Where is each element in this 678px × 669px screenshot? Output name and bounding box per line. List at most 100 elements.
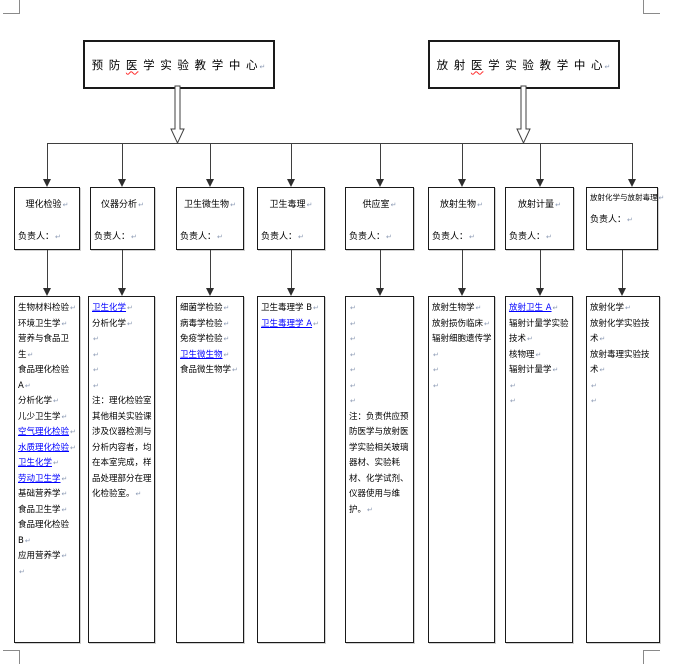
- empty-line: ↵: [18, 565, 77, 581]
- paragraph-mark: ↵: [53, 397, 59, 405]
- empty-line: ↵: [92, 332, 152, 348]
- paragraph-mark: ↵: [350, 304, 356, 312]
- spellcheck-squiggle: 医: [470, 57, 484, 72]
- paragraph-mark: ↵: [350, 350, 356, 359]
- arrowhead-down: [118, 179, 126, 187]
- lab-title: 放射化学与放射毒理↵: [590, 193, 665, 202]
- course-link[interactable]: 卫生微生物↵: [180, 349, 230, 360]
- paragraph-mark: ↵: [599, 366, 606, 374]
- arrowhead-down: [628, 179, 636, 187]
- arrowhead-down: [206, 179, 214, 187]
- paragraph-mark: ↵: [546, 233, 552, 241]
- empty-line: ↵: [432, 363, 492, 379]
- paragraph-mark: ↵: [484, 319, 490, 328]
- paragraph-mark: ↵: [433, 381, 439, 390]
- branch-line-2: [122, 143, 123, 179]
- mid-box-radiochemistry-toxicology: 放射化学与放射毒理↵ 负责人：↵: [586, 187, 665, 250]
- course-item: 放射毒理实验技术↵: [590, 349, 650, 376]
- lab-title: 供应室↵: [362, 200, 397, 210]
- paragraph-mark: ↵: [223, 304, 230, 312]
- drop-line-5: [380, 250, 381, 288]
- leader-label: 负责人：↵: [180, 232, 223, 242]
- course-item: 儿少卫生学↵: [18, 411, 68, 422]
- lab-title: 仪器分析↵: [101, 200, 144, 210]
- paragraph-mark: ↵: [259, 62, 267, 71]
- paragraph-mark: ↵: [350, 335, 356, 343]
- course-item: 病毒学检验↵: [180, 318, 230, 329]
- course-item: 核物理↵: [509, 349, 542, 360]
- paragraph-mark: ↵: [313, 304, 319, 312]
- course-item: 应用营养学↵: [18, 551, 68, 561]
- paragraph-mark: ↵: [61, 505, 68, 514]
- top-box-preventive-center: 预 防 医 学 实 验 教 学 中 心↵: [83, 40, 275, 89]
- drop-line-3: [210, 250, 211, 288]
- branch-line-7: [540, 143, 541, 179]
- arrowhead-down: [376, 288, 384, 296]
- paragraph-mark: ↵: [367, 505, 373, 514]
- leader-label: 负责人：↵: [349, 232, 392, 242]
- arrowhead-down: [287, 179, 295, 187]
- empty-line: ↵: [509, 379, 570, 395]
- course-item: 辐射细胞遗传学↵: [432, 334, 492, 359]
- course-link[interactable]: 空气理化检验↵: [18, 427, 76, 437]
- paragraph-mark: ↵: [232, 366, 238, 374]
- paragraph-mark: ↵: [93, 335, 99, 343]
- note-text: 注：负责供应预防医学与放射医学实验相关玻璃器材、实验耗材、化学试剂、仪器使用与维…: [349, 411, 409, 515]
- paragraph-mark: ↵: [552, 366, 559, 374]
- page-margin-mark-bottom-right: [643, 650, 660, 664]
- course-item: 放射损伤临床↵: [432, 318, 490, 329]
- empty-line: ↵: [349, 394, 411, 410]
- paragraph-mark: ↵: [223, 350, 230, 359]
- paragraph-mark: ↵: [599, 335, 606, 343]
- arrowhead-down: [618, 288, 626, 296]
- drop-line-2: [122, 250, 123, 288]
- empty-line: ↵: [92, 363, 152, 379]
- page-margin-mark-top-left: [3, 0, 20, 14]
- paragraph-mark: ↵: [61, 319, 68, 328]
- course-item: 食品理化检验 A↵: [18, 365, 70, 391]
- course-item: 分析化学↵: [18, 396, 59, 406]
- course-item: 环境卫生学↵: [18, 318, 68, 329]
- paragraph-mark: ↵: [61, 474, 68, 483]
- paragraph-mark: ↵: [127, 304, 133, 312]
- arrowhead-down: [118, 288, 126, 296]
- arrowhead-down: [206, 288, 214, 296]
- course-link[interactable]: 放射卫生 A↵: [509, 303, 559, 313]
- lab-title: 放射计量↵: [518, 200, 561, 210]
- paragraph-mark: ↵: [658, 194, 665, 202]
- detail-box-sanitary-toxicology: 卫生毒理学 B↵卫生毒理学 A↵: [257, 296, 325, 643]
- paragraph-mark: ↵: [53, 459, 59, 467]
- drop-line-8: [622, 250, 623, 288]
- arrowhead-down: [458, 179, 466, 187]
- empty-line: ↵: [92, 348, 152, 364]
- course-link[interactable]: 劳动卫生学↵: [18, 473, 68, 484]
- arrowhead-down: [458, 288, 466, 296]
- lab-title: 理化检验↵: [25, 200, 69, 210]
- empty-line: ↵: [590, 379, 657, 395]
- course-link[interactable]: 卫生化学↵: [92, 303, 133, 313]
- paragraph-mark: ↵: [27, 350, 34, 359]
- paragraph-mark: ↵: [93, 381, 99, 390]
- paragraph-mark: ↵: [70, 443, 76, 452]
- empty-line: ↵: [349, 379, 411, 395]
- paragraph-mark: ↵: [350, 381, 356, 390]
- paragraph-mark: ↵: [350, 366, 356, 374]
- branch-line-5: [380, 143, 381, 179]
- course-item: 放射化学↵: [590, 303, 631, 313]
- lab-title: 卫生微生物↵: [184, 200, 236, 210]
- top-box-title: 预 防 医 学 实 验 教 学 中 心↵: [91, 57, 267, 72]
- paragraph-mark: ↵: [70, 304, 76, 312]
- paragraph-mark: ↵: [61, 412, 68, 421]
- empty-line: ↵: [349, 301, 411, 317]
- paragraph-mark: ↵: [298, 233, 304, 241]
- paragraph-mark: ↵: [131, 233, 137, 241]
- detail-box-sanitary-microbiology: 细菌学检验↵病毒学检验↵免疫学检验↵卫生微生物↵食品微生物学↵: [176, 296, 244, 643]
- course-link[interactable]: 卫生毒理学 A↵: [261, 318, 319, 329]
- drop-line-6: [462, 250, 463, 288]
- course-link[interactable]: 水质理化检验↵: [18, 442, 76, 453]
- hollow-down-arrow-right: [516, 85, 531, 145]
- empty-line: ↵: [509, 394, 570, 410]
- paragraph-mark: ↵: [510, 381, 516, 390]
- empty-line: ↵: [349, 317, 411, 333]
- course-link[interactable]: 卫生化学↵: [18, 458, 59, 468]
